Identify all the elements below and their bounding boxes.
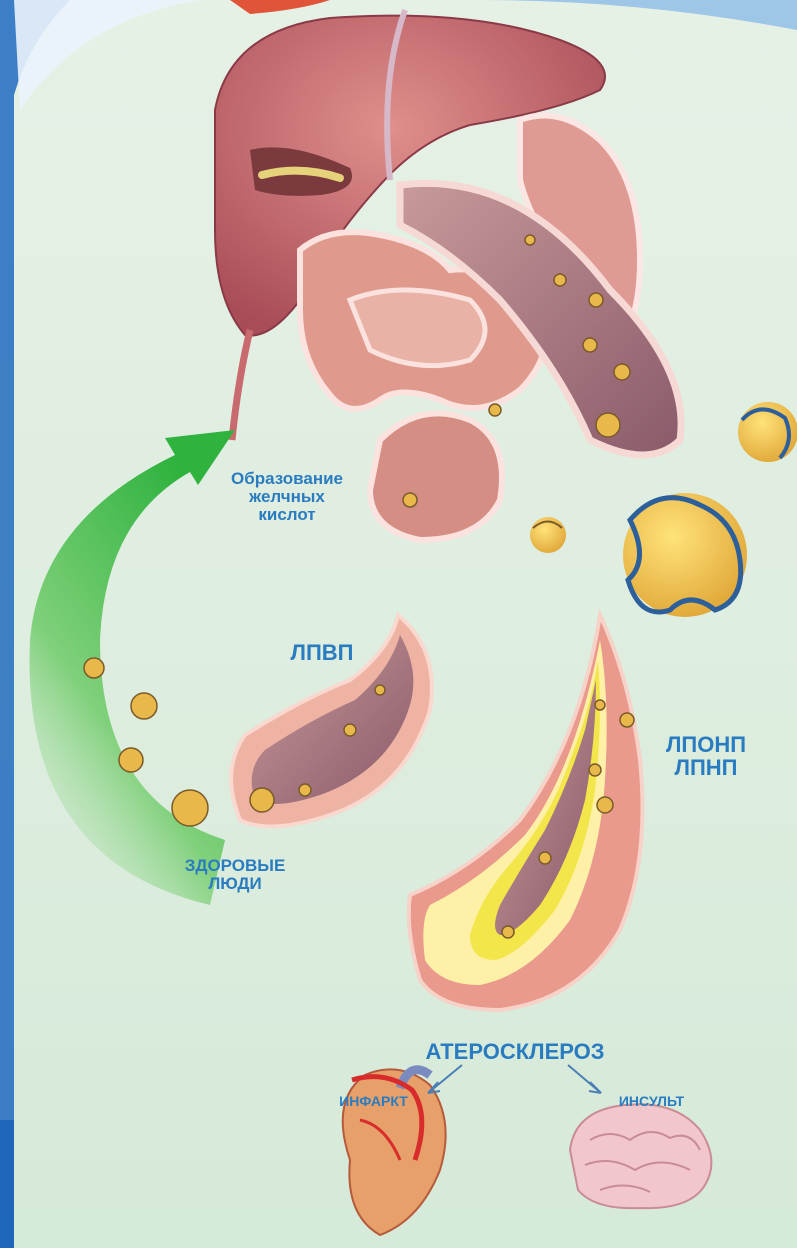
infarction-label: ИНФАРКТ xyxy=(326,1094,421,1109)
brain-icon xyxy=(570,1104,711,1208)
hdl-label: ЛПВП xyxy=(282,641,362,664)
bile-acids-line-3: кислот xyxy=(212,506,362,524)
lipoprotein-particle-small-icon xyxy=(530,517,566,553)
atherosclerosis-label: АТЕРОСКЛЕРОЗ xyxy=(415,1040,615,1063)
stroke-label: ИНСУЛЬТ xyxy=(604,1094,699,1109)
bile-acids-line-1: Образование xyxy=(212,470,362,488)
bile-acids-label: Образование желчных кислот xyxy=(212,470,362,524)
healthy-people-line-2: ЛЮДИ xyxy=(170,875,300,893)
healthy-people-label: ЗДОРОВЫЕ ЛЮДИ xyxy=(170,857,300,893)
vldl-label: ЛПОНП xyxy=(656,733,756,756)
vldl-ldl-label: ЛПОНП ЛПНП xyxy=(656,733,756,779)
lipoprotein-particle-medium-icon xyxy=(738,402,797,462)
ldl-label: ЛПНП xyxy=(656,756,756,779)
healthy-people-line-1: ЗДОРОВЫЕ xyxy=(170,857,300,875)
bile-acids-line-2: желчных xyxy=(212,488,362,506)
lipoprotein-particle-large-icon xyxy=(623,493,747,617)
